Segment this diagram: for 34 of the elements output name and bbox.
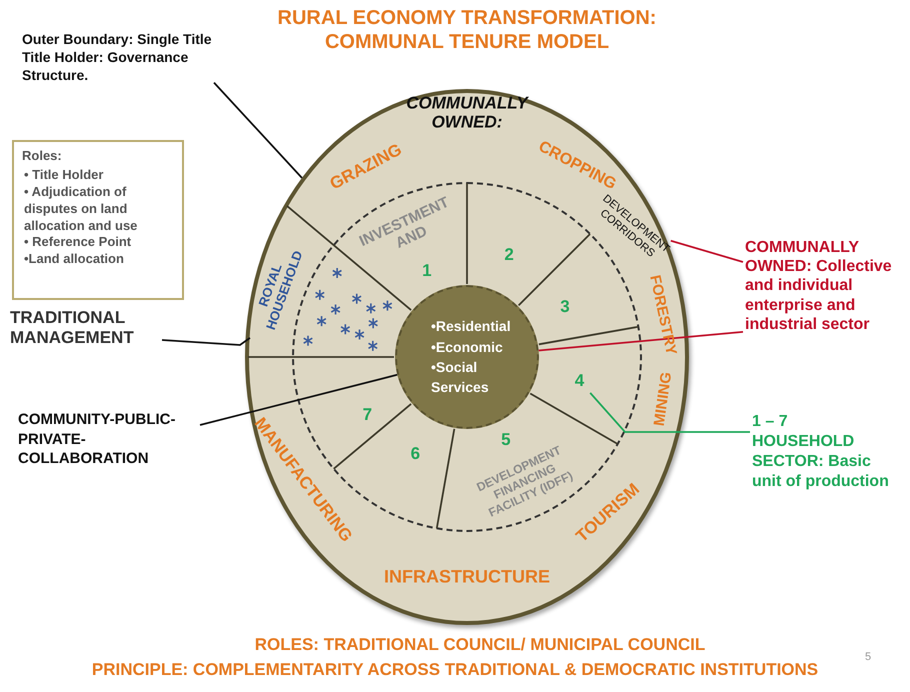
leader-line — [538, 331, 744, 352]
footer-text: ROLES: TRADITIONAL COUNCIL/ MUNICIPAL COUNCIL — [254, 635, 706, 655]
annotation-text: COMMUNALLY OWNED: Collective and individual enterprise and industrial sector — [745, 238, 910, 334]
leader-line — [213, 82, 303, 179]
list-item: •Social Services — [431, 358, 490, 398]
sector-label: INFRASTRUCTURE — [383, 566, 551, 588]
annotation-text: Outer Boundary: Single Title Title Holder: Governance Structure. — [22, 30, 212, 85]
leader-line — [200, 374, 398, 426]
leader-line — [590, 392, 750, 433]
sector-label: MINING — [649, 370, 676, 429]
ring-heading: COMMUNALLY OWNED: — [405, 94, 530, 132]
sector-number: 6 — [403, 442, 428, 466]
sector-number: 7 — [355, 402, 380, 426]
annotation-text: COMMUNITY-PUBLIC-PRIVATE-COLLABORATION — [18, 410, 198, 468]
list-item: •Land allocation — [23, 251, 125, 268]
sector-number: 4 — [567, 368, 592, 393]
list-item: •Economic — [431, 338, 504, 357]
list-item: • Adjudication of disputes on land allocation and use — [23, 184, 138, 234]
annotation-text: 1 – 7 HOUSEHOLD SECTOR: Basic unit of production — [752, 412, 892, 492]
list-item: • Title Holder — [23, 166, 104, 184]
panel-heading: Roles: — [22, 148, 63, 165]
page-number: 5 — [864, 651, 872, 663]
footer-text: PRINCIPLE: COMPLEMENTARITY ACROSS TRADITIONAL & DEMOCRATIC INSTITUTIONS — [90, 660, 820, 680]
title: RURAL ECONOMY TRANSFORMATION: COMMUNAL TENURE MODEL — [276, 6, 658, 54]
leader-line — [162, 337, 251, 346]
roles-panel — [12, 140, 184, 300]
annotation-text: TRADITIONAL MANAGEMENT — [10, 308, 160, 348]
leader-line — [670, 240, 744, 263]
list-item: • Reference Point — [23, 234, 132, 252]
list-item: •Residential — [431, 317, 511, 336]
sector-number: 5 — [494, 428, 518, 452]
sector-number: 1 — [414, 258, 439, 283]
sector-number: 2 — [497, 243, 522, 268]
sector-number: 3 — [553, 295, 577, 320]
